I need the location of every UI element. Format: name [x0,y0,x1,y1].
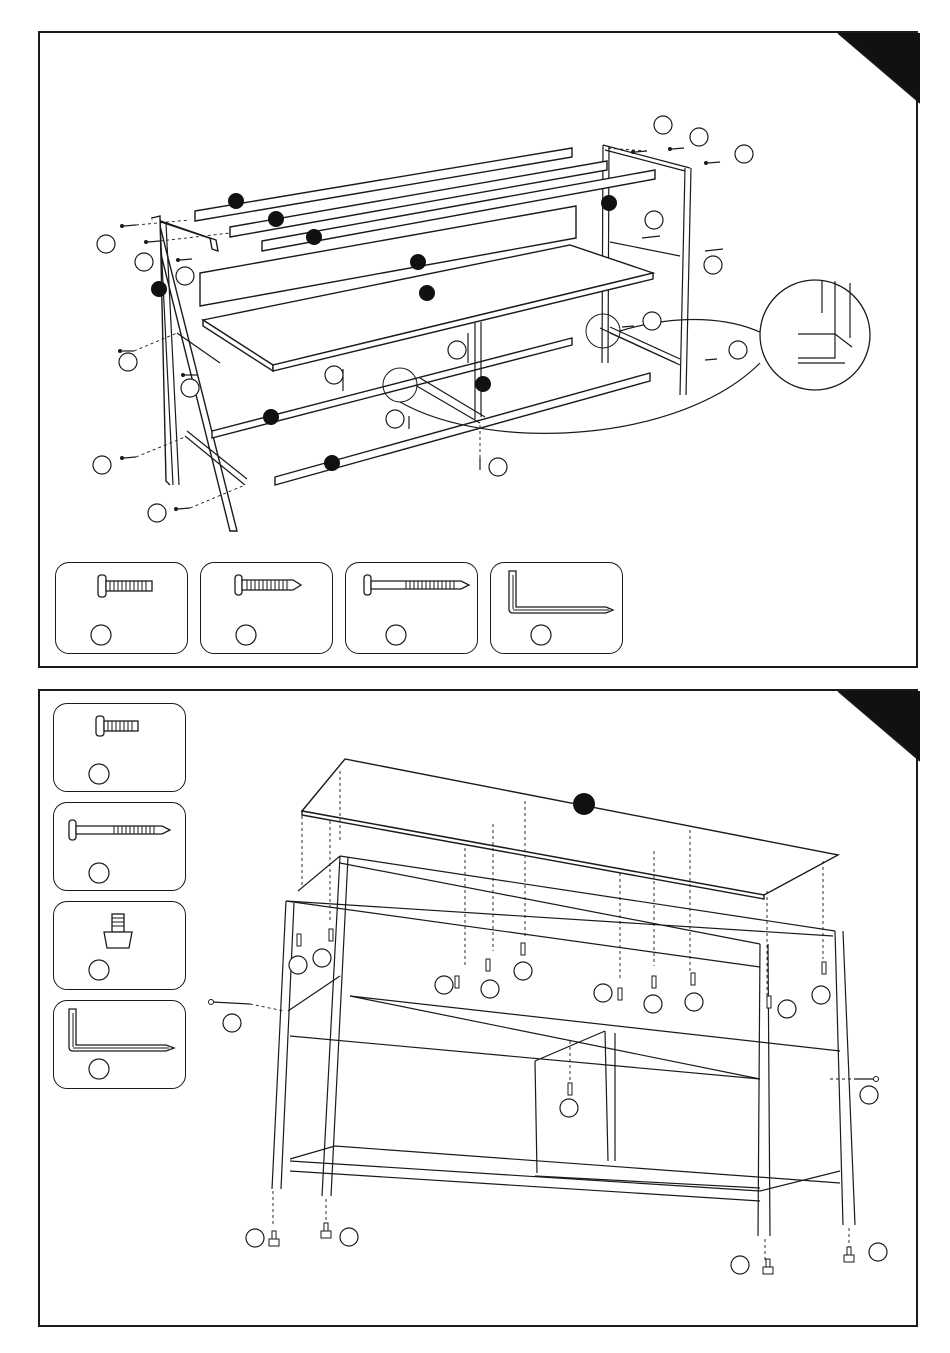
screw-icon [668,147,684,151]
left-side-frame [152,216,247,531]
callout-circle [148,504,166,522]
screw-icon [568,1083,572,1095]
screw-icon [118,349,134,353]
screw-icon [618,988,622,1000]
screw-icon [174,507,190,511]
hardware-box-short-screw [200,562,333,654]
callout-circle [594,984,612,1002]
part-marker [324,455,340,471]
screw-icon [329,929,333,941]
callout-circle [654,116,672,134]
callout-circle [313,949,331,967]
screw-icon [705,359,717,360]
callouts [223,949,887,1274]
part-marker [475,376,491,392]
callout-circle [735,145,753,163]
screw-icon [652,976,656,988]
callout-circle [181,379,199,397]
callout-circle [325,366,343,384]
callout-circle [386,410,404,428]
screw-icon [209,1000,251,1005]
part-marker [306,229,322,245]
leveling-foot-icon [269,1231,279,1246]
callout-circle [448,341,466,359]
callout-circle [644,995,662,1013]
callout-circle [289,956,307,974]
callout-circle [731,1256,749,1274]
hardware-box-bolt [55,562,188,654]
callout-circle [246,1229,264,1247]
screw-icon [767,996,771,1008]
callout-circle [97,235,115,253]
short-screw-icon [201,563,334,655]
callout-circle [869,1243,887,1261]
part-marker [410,254,426,270]
screw-icon [120,224,136,228]
callout-circle [514,962,532,980]
callout-circle [435,976,453,994]
screw-icon [642,236,660,238]
callout-circle [340,1228,358,1246]
screw-icon [486,959,490,971]
allen-key-icon [54,1001,187,1090]
callout-circle [93,456,111,474]
callout-circle [135,253,153,271]
callout-circle [223,1014,241,1032]
callout-circle [176,267,194,285]
screw-icon [521,943,525,955]
callout-circle [643,312,661,330]
callout-circle [119,353,137,371]
screw-icon [854,1077,879,1082]
allen-key-icon [491,563,624,655]
callout-circle [704,256,722,274]
callout-circle [860,1086,878,1104]
screw-icon [705,249,723,251]
leveling-foot-icon [844,1247,854,1262]
hardware-box-bolt [53,703,186,792]
screw-icon [297,934,301,946]
hardware-box-long-screw [53,802,186,891]
part-marker [601,195,617,211]
callout-circle [690,128,708,146]
callout-circle [812,986,830,1004]
part-marker [268,211,284,227]
screw-icon [455,976,459,988]
screw-icon [691,973,695,985]
hardware-box-allen-key [53,1000,186,1089]
part-marker [419,285,435,301]
hardware-box-long-screw [345,562,478,654]
top-board [302,759,838,899]
screw-icon [622,326,634,327]
long-screw-icon [346,563,479,655]
callout-circle [560,1099,578,1117]
bolt-icon [54,704,187,793]
hardware-box-allen-key [490,562,623,654]
callout-circle [645,211,663,229]
part-marker [573,793,595,815]
leveling-foot-icon [763,1259,773,1274]
hardware-box-leveling-foot [53,901,186,990]
leveling-foot-icon [321,1223,331,1238]
bolt-icon [56,563,189,655]
leveling-foot-icon [54,902,187,991]
long-screw-icon [54,803,187,892]
cabinet-frame [272,856,855,1236]
screw-icon [822,962,826,974]
callout-circle [481,980,499,998]
screw-icon [704,161,720,165]
step-2-panel [38,689,918,1327]
part-marker [228,193,244,209]
part-marker [263,409,279,425]
callout-circle [778,1000,796,1018]
step-1-panel [38,31,918,668]
callout-circle [489,458,507,476]
part-marker [151,281,167,297]
callout-circle [685,993,703,1011]
screw-icon [176,258,192,262]
callout-circle [729,341,747,359]
screw-icon [120,456,136,460]
